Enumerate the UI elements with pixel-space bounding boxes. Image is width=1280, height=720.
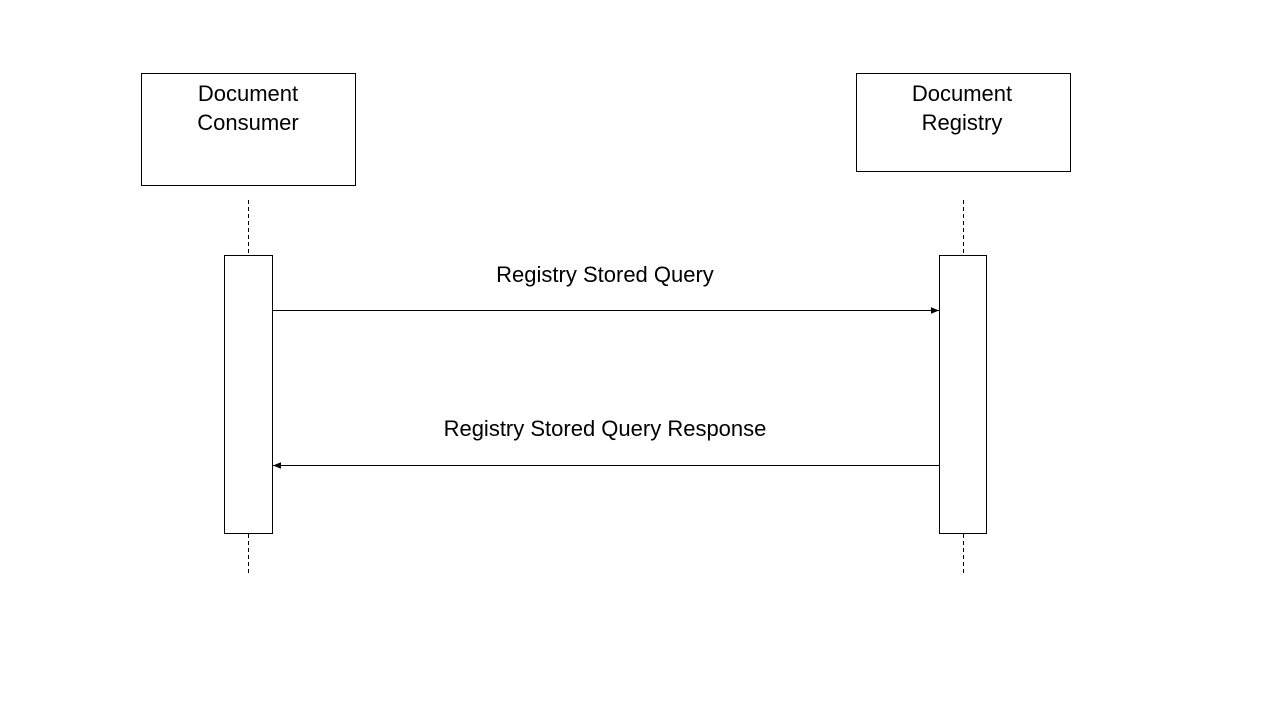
participant-label-registry-line1: Document <box>912 81 1012 106</box>
message-registry-stored-query-response: Registry Stored Query Response <box>273 416 939 469</box>
participant-box-registry <box>856 73 1071 172</box>
message-registry-stored-query: Registry Stored Query <box>273 262 939 314</box>
participant-label-consumer-line2: Consumer <box>197 110 298 135</box>
message-label-response: Registry Stored Query Response <box>444 416 767 441</box>
activation-bar-consumer <box>224 255 273 534</box>
participant-box-consumer <box>141 73 356 186</box>
activation-bar-registry <box>939 255 987 534</box>
participant-document-consumer: Document Consumer <box>141 73 356 186</box>
participant-document-registry: Document Registry <box>856 73 1071 172</box>
message-label-query: Registry Stored Query <box>496 262 714 287</box>
participant-label-registry-line2: Registry <box>922 110 1003 135</box>
participant-label-consumer-line1: Document <box>198 81 298 106</box>
